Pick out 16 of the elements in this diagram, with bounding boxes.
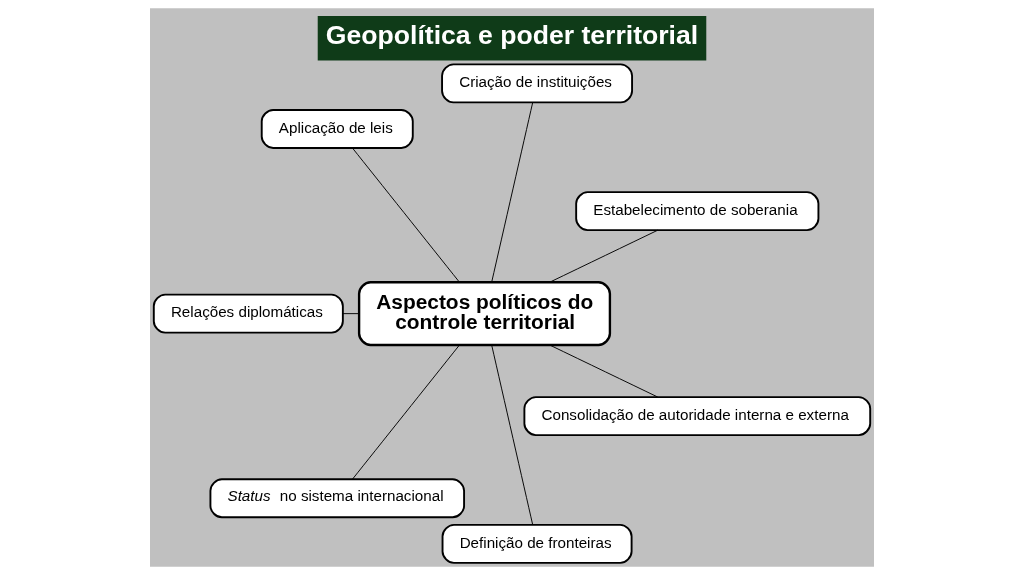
node-box: Estabelecimento de soberania bbox=[574, 191, 819, 232]
diagram-title: Geopolítica e poder territorial bbox=[325, 20, 698, 51]
node-box: Relações diplomáticas bbox=[152, 293, 344, 334]
connector bbox=[351, 344, 460, 480]
connector bbox=[490, 344, 533, 526]
connector bbox=[548, 344, 658, 398]
connector bbox=[490, 101, 533, 283]
connector bbox=[351, 147, 460, 283]
node-box: Aspectos políticos do controle territorial bbox=[357, 281, 611, 347]
connector bbox=[548, 229, 658, 283]
node-box: Definição de fronteiras bbox=[441, 523, 633, 564]
node-box: Consolidação de autoridade interna e externa bbox=[522, 396, 871, 437]
node-box: Aplicação de leis bbox=[260, 109, 414, 149]
connector bbox=[342, 313, 359, 315]
node-box: Status no sistema internacional bbox=[208, 478, 465, 519]
node-box: Criação de instituições bbox=[440, 63, 633, 104]
